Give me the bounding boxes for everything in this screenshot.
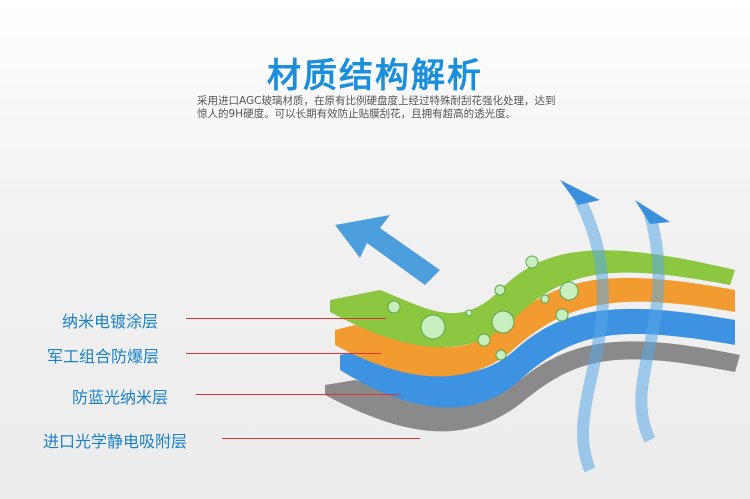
description-line: 采用进口AGC玻璃材质，在原有比例硬盘度上经过特殊耐刮花强化处理，达到: [197, 95, 556, 107]
leader-line: [186, 353, 381, 354]
description-line: 惊人的9H硬度。可以长期有效防止贴膜刮花，且拥有超高的透光度。: [197, 108, 517, 120]
page-title: 材质结构解析: [267, 56, 483, 96]
layer-label: 防蓝光纳米层: [72, 388, 169, 407]
arrow-icon: [574, 197, 665, 473]
layer-label: 军工组合防爆层: [47, 347, 160, 366]
leader-line: [186, 318, 386, 319]
leader-line: [196, 394, 401, 395]
layer-blue: [340, 308, 735, 408]
leader-line: [222, 438, 420, 439]
arrow-icon: [335, 215, 440, 285]
layer-label: 进口光学静电吸附层: [43, 432, 188, 451]
arrow-icon: [560, 180, 600, 205]
arrow-icon: [635, 200, 670, 224]
layer-gray: [325, 341, 740, 432]
layer-label: 纳米电镀涂层: [62, 312, 159, 331]
water-drops: [387, 255, 579, 361]
layer-orange: [335, 277, 735, 377]
description: 采用进口AGC玻璃材质，在原有比例硬盘度上经过特殊耐刮花强化处理，达到 惊人的9…: [197, 95, 617, 121]
